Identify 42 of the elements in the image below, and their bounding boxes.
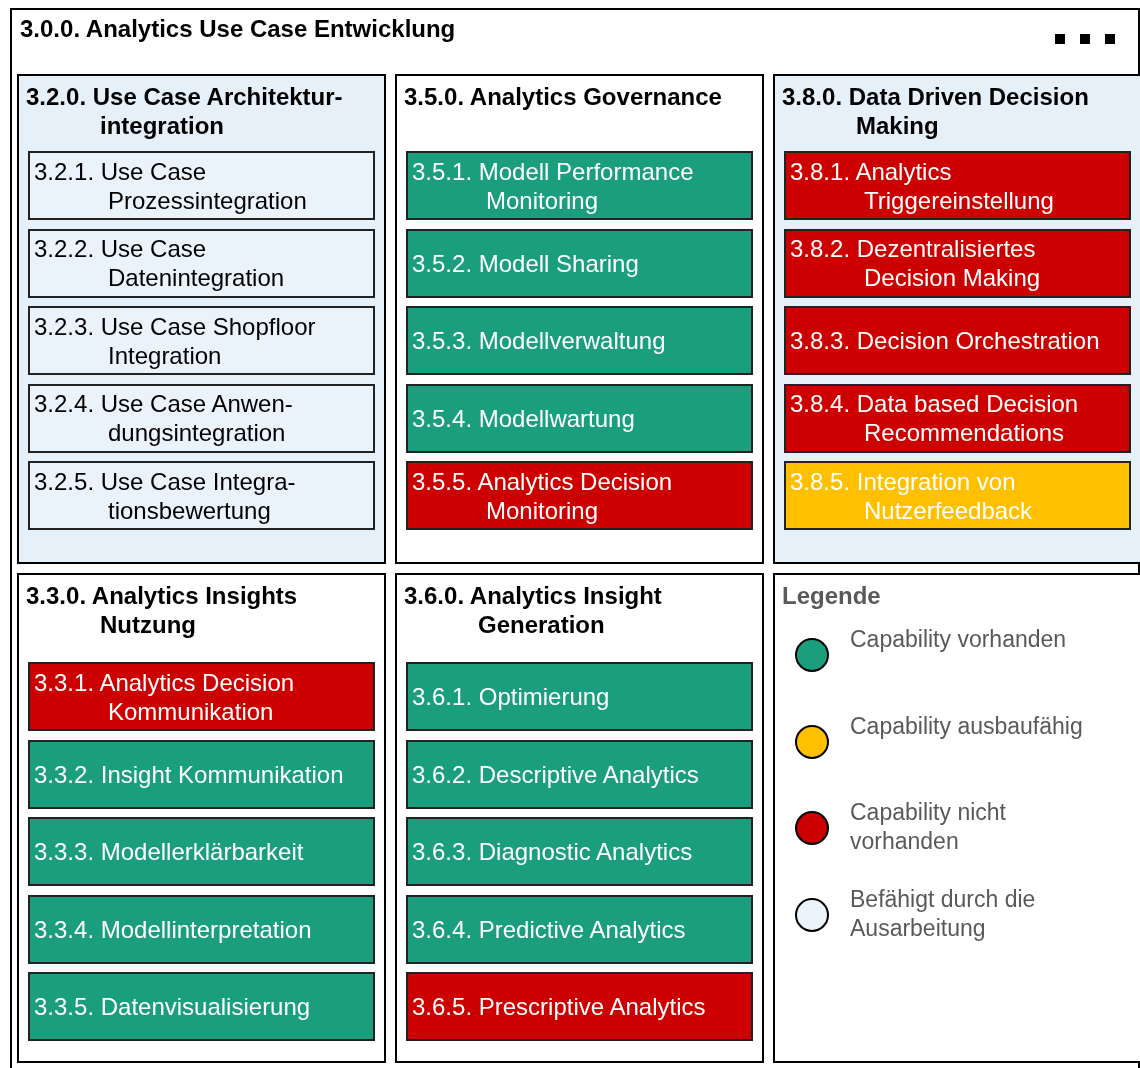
section-title: 3.2.0. Use Case Architektur-integration — [26, 82, 344, 140]
section-panel — [773, 74, 1140, 564]
capability-box: 3.3.3. Modellerklärbarkeit — [28, 817, 375, 886]
section-title: 3.5.0. Analytics Governance — [404, 82, 723, 111]
capability-box: 3.6.3. Diagnostic Analytics — [406, 817, 753, 886]
section-panel — [395, 74, 764, 564]
capability-box: 3.2.3. Use Case Shopfloor Integration — [28, 306, 375, 375]
capability-box: 3.2.4. Use Case Anwen-dungsintegration — [28, 383, 375, 453]
capability-box: 3.5.2. Modell Sharing — [406, 228, 753, 298]
legend-label: Befähigt durch die Ausarbeitung — [850, 884, 1037, 943]
legend-title: Legende — [782, 581, 881, 610]
section-panel — [395, 573, 764, 1063]
capability-box: 3.5.3. Modellverwaltung — [406, 306, 753, 375]
section-panel — [17, 74, 386, 564]
capability-box: 3.8.4. Data based Decision Recommendations — [784, 383, 1131, 453]
capability-box: 3.2.2. Use Case Datenintegration — [28, 228, 375, 298]
capability-box: 3.8.3. Decision Orchestration — [784, 306, 1131, 375]
capability-box: 3.3.1. Analytics Decision Kommunikation — [28, 662, 375, 731]
outer-frame — [10, 8, 1140, 1068]
capability-box: 3.8.2. Dezentralisiertes Decision Making — [784, 228, 1131, 298]
capability-box: 3.3.4. Modellinterpretation — [28, 894, 375, 964]
section-title: 3.0.0. Analytics Use Case Entwicklung — [20, 14, 456, 43]
capability-box: 3.6.2. Descriptive Analytics — [406, 739, 753, 809]
capability-box: 3.5.5. Analytics Decision Monitoring — [406, 461, 753, 530]
capability-box: 3.5.1. Modell Performance Monitoring — [406, 151, 753, 220]
capability-box: 3.2.1. Use Case Prozessintegration — [28, 151, 375, 220]
capability-box: 3.8.5. Integration von Nutzerfeedback — [784, 461, 1131, 530]
capability-box: 3.2.5. Use Case Integra-tionsbewertung — [28, 461, 375, 530]
capability-box: 3.3.2. Insight Kommunikation — [28, 739, 375, 809]
section-title: 3.3.0. Analytics Insights Nutzung — [26, 581, 299, 639]
legend-label: Capability ausbaufähig — [850, 711, 1084, 741]
capability-box: 3.6.5. Prescriptive Analytics — [406, 972, 753, 1041]
capability-box: 3.6.4. Predictive Analytics — [406, 894, 753, 964]
section-title: 3.8.0. Data Driven Decision Making — [782, 82, 1090, 140]
capability-box: 3.6.1. Optimierung — [406, 662, 753, 731]
capability-box: 3.8.1. Analytics Triggereinstellung — [784, 151, 1131, 220]
section-title: 3.6.0. Analytics Insight Generation — [404, 581, 663, 639]
capability-box: 3.3.5. Datenvisualisierung — [28, 972, 375, 1041]
legend-label: Capability vorhanden — [850, 625, 1068, 654]
capability-box: 3.5.4. Modellwartung — [406, 383, 753, 453]
legend-label: Capability nicht vorhanden — [850, 798, 1007, 856]
section-panel — [17, 573, 386, 1063]
